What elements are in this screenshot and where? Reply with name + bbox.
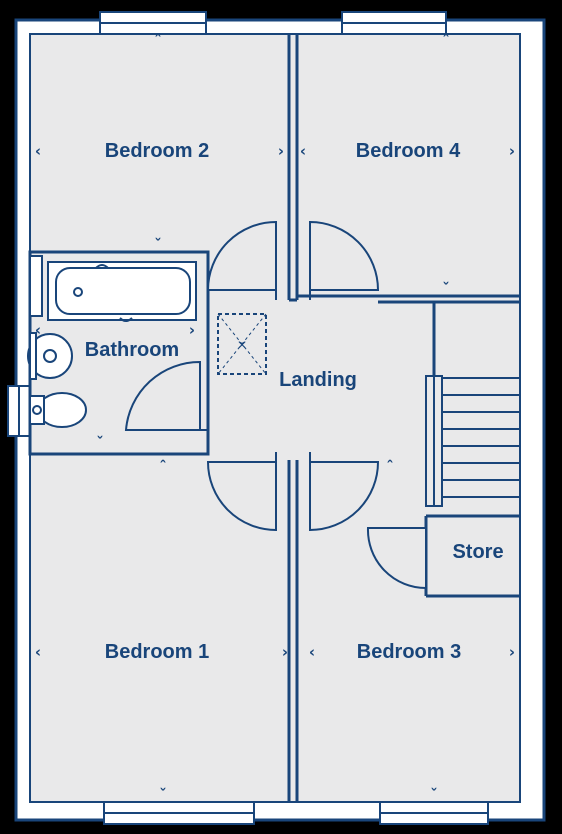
- dimension-down-icon: ˇ: [430, 786, 438, 804]
- dimension-left-icon: ‹: [35, 321, 41, 339]
- dimension-right-icon: ›: [278, 142, 284, 160]
- bathroom: [27, 250, 210, 456]
- dimension-right-icon: ›: [189, 321, 195, 339]
- dimension-left-icon: ‹: [35, 142, 41, 160]
- label-bedroom-4: Bedroom 4: [356, 140, 461, 162]
- dimension-left-icon: ‹: [309, 643, 315, 661]
- dimension-down-icon: ˇ: [159, 786, 167, 804]
- sink: [27, 333, 73, 379]
- dimension-down-icon: ˇ: [442, 280, 450, 298]
- windows: [7, 11, 489, 825]
- dimension-markers: ‹ › ˆ ˇ ‹ › ˆ ˇ ‹ › ˇ ‹ › ˆ ˇ ‹ › ˆ ˇ: [35, 32, 515, 804]
- dimension-up-icon: ˆ: [442, 32, 450, 50]
- dimension-right-icon: ›: [509, 643, 515, 661]
- dimension-up-icon: ˆ: [154, 32, 162, 50]
- dimension-left-icon: ‹: [35, 643, 41, 661]
- label-bedroom-3: Bedroom 3: [357, 641, 461, 663]
- dimension-up-icon: ˆ: [386, 458, 394, 476]
- dimension-left-icon: ‹: [300, 142, 306, 160]
- label-bathroom: Bathroom: [85, 339, 179, 361]
- label-store: Store: [452, 541, 503, 563]
- dimension-right-icon: ›: [509, 142, 515, 160]
- label-landing: Landing: [279, 369, 357, 391]
- dimension-down-icon: ˇ: [154, 236, 162, 254]
- staircase: [425, 375, 520, 507]
- label-bedroom-1: Bedroom 1: [105, 641, 209, 663]
- label-bedroom-2: Bedroom 2: [105, 140, 209, 162]
- dimension-right-icon: ›: [282, 643, 288, 661]
- loft-hatch: ×: [217, 313, 267, 375]
- loft-hatch-icon: ×: [237, 337, 246, 354]
- dimension-down-icon: ˇ: [96, 434, 104, 452]
- room-labels: Bedroom 2 Bedroom 4 Bathroom Landing Sto…: [85, 140, 504, 663]
- toilet: [37, 392, 87, 428]
- doors: [124, 220, 427, 590]
- dimension-up-icon: ˆ: [159, 458, 167, 476]
